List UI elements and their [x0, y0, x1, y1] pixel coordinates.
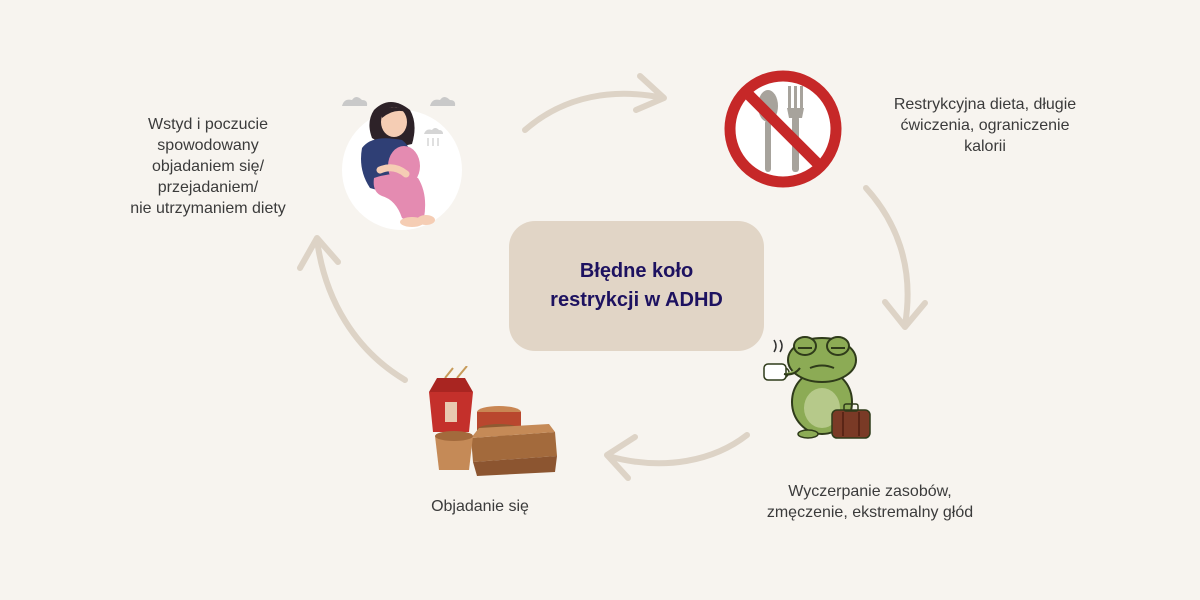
step-label-overeating: Objadanie się [431, 498, 529, 515]
arrow-right [863, 185, 911, 328]
sad-girl-icon [342, 97, 462, 230]
step-label-shame: Wstyd i poczucie spowodowany objadaniem … [130, 116, 286, 217]
takeout-food-icon [429, 366, 557, 476]
no-cutlery-icon [724, 70, 842, 188]
step-label-exhaustion: Wyczerpanie zasobów, zmęczenie, ekstrema… [766, 483, 974, 521]
step-label-restrictive-diet: Restrykcyjna dieta, długie ćwiczenia, og… [893, 96, 1077, 155]
tired-frog-icon [763, 336, 871, 439]
cycle-title-box: Błędne koło restrykcji w ADHD [509, 221, 764, 351]
cycle-title-line-1: Błędne koło [579, 260, 694, 282]
arrow-left [314, 237, 408, 383]
cycle-title-line-2: restrykcji w ADHD [550, 289, 723, 311]
arrow-top [522, 90, 666, 133]
arrow-bottom [605, 432, 750, 467]
